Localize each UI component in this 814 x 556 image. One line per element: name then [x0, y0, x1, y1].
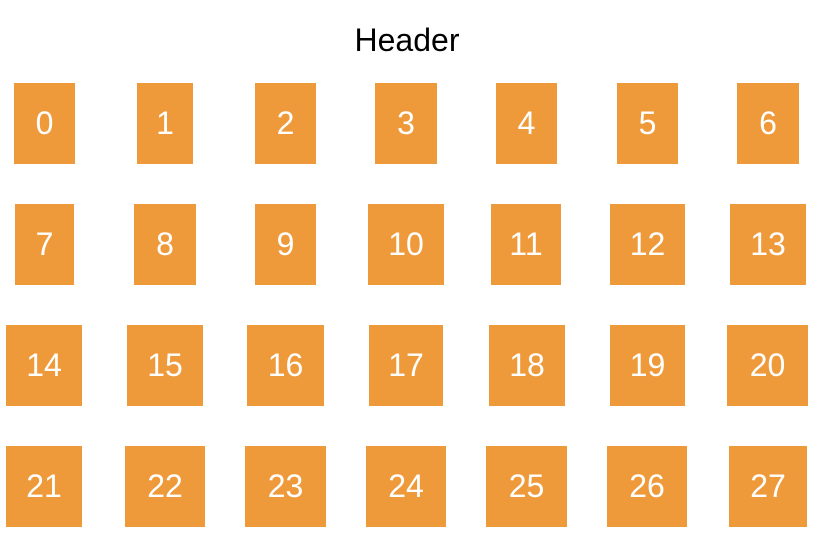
grid-cell[interactable]: 6: [737, 83, 799, 164]
grid-cell[interactable]: 8: [134, 204, 196, 285]
grid-cell[interactable]: 19: [610, 325, 685, 406]
grid-cell[interactable]: 14: [6, 325, 82, 406]
grid-cell[interactable]: 12: [610, 204, 685, 285]
grid-cell[interactable]: 23: [245, 446, 326, 527]
grid-cell[interactable]: 4: [496, 83, 557, 164]
grid-cell[interactable]: 5: [617, 83, 678, 164]
grid-cell[interactable]: 25: [486, 446, 567, 527]
grid-cell[interactable]: 0: [14, 83, 75, 164]
grid-cell[interactable]: 1: [137, 83, 193, 164]
grid-cell[interactable]: 17: [369, 325, 443, 406]
header-title: Header: [354, 22, 460, 58]
grid-cell[interactable]: 2: [255, 83, 316, 164]
grid-cell[interactable]: 20: [727, 325, 808, 406]
grid-cell[interactable]: 16: [247, 325, 324, 406]
grid-cell[interactable]: 24: [366, 446, 446, 527]
grid-cell[interactable]: 3: [375, 83, 437, 164]
grid-cell[interactable]: 11: [491, 204, 561, 285]
grid-cell[interactable]: 21: [6, 446, 82, 527]
grid-cell[interactable]: 22: [125, 446, 205, 527]
grid-cell[interactable]: 13: [730, 204, 806, 285]
grid-cell[interactable]: 15: [127, 325, 203, 406]
grid-cell[interactable]: 27: [729, 446, 807, 527]
grid-cell[interactable]: 7: [15, 204, 74, 285]
grid-cell[interactable]: 26: [607, 446, 687, 527]
grid-cell[interactable]: 10: [368, 204, 444, 285]
grid-cell[interactable]: 9: [255, 204, 316, 285]
grid-cell[interactable]: 18: [489, 325, 565, 406]
